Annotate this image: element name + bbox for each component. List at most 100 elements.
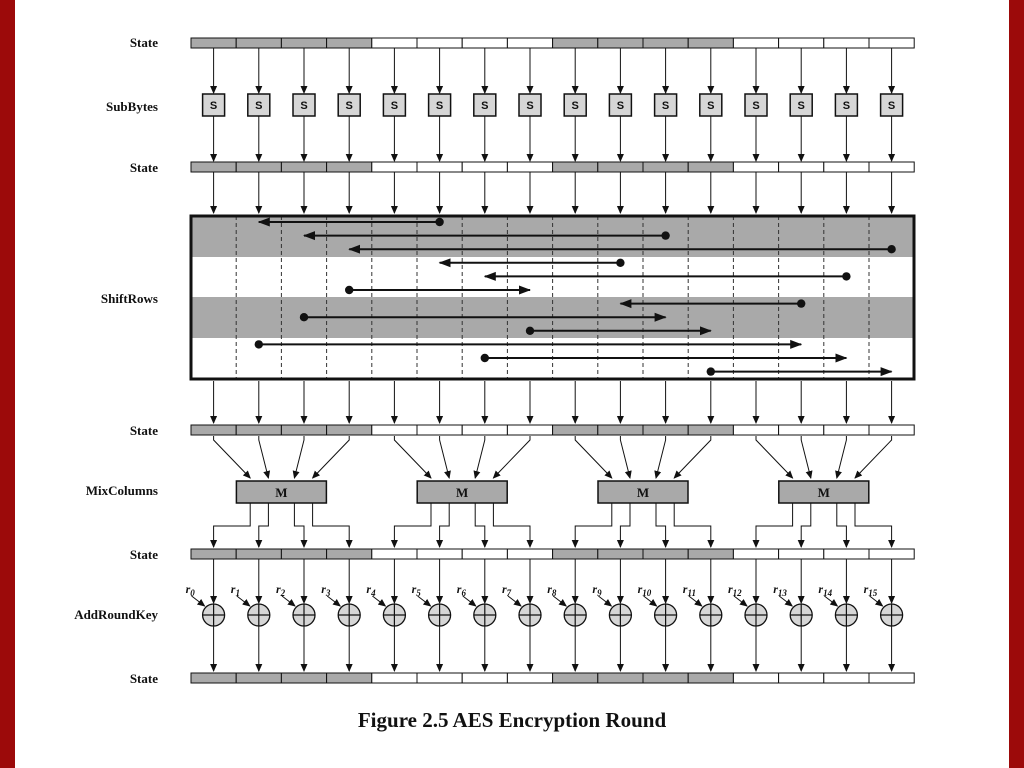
state-5-byte-8 xyxy=(552,672,599,684)
state-2-byte-7 xyxy=(506,161,554,173)
state-4-byte-11 xyxy=(687,548,734,560)
state-2-byte-10 xyxy=(642,161,689,173)
shift-dot-9 xyxy=(254,340,263,349)
round-key-label-11: r11 xyxy=(683,582,696,598)
mix-out-7 xyxy=(492,503,534,548)
round-key-label-4: r4 xyxy=(366,582,376,598)
shift-dot-5 xyxy=(345,285,354,295)
round-key-label-3: r3 xyxy=(321,582,331,598)
state-3-byte-0 xyxy=(190,424,237,436)
mix-in-0 xyxy=(213,436,251,479)
state-2-byte-14 xyxy=(823,161,870,173)
state-5-byte-15 xyxy=(868,672,915,684)
state-1-byte-14 xyxy=(823,37,870,49)
arrow-roundkey-13 xyxy=(778,595,793,607)
mix-in-3 xyxy=(311,436,350,479)
state-5-byte-5 xyxy=(416,672,463,684)
state-3-byte-12 xyxy=(732,424,780,436)
mix-in-12 xyxy=(755,436,794,479)
state-5-byte-6 xyxy=(461,672,508,684)
state-1-byte-5 xyxy=(416,37,463,49)
state-5-byte-9 xyxy=(597,672,644,684)
label-state-4: State xyxy=(130,547,158,562)
sbox-label-6: S xyxy=(481,100,488,112)
state-1-byte-3 xyxy=(326,37,373,49)
state-5-byte-7 xyxy=(506,672,554,684)
state-2-byte-9 xyxy=(597,161,644,173)
mix-in-4 xyxy=(393,436,432,479)
state-2-byte-5 xyxy=(416,161,463,173)
arrow-roundkey-3 xyxy=(326,595,341,607)
label-state-2: State xyxy=(130,160,158,175)
state-2-byte-12 xyxy=(732,161,780,173)
state-3-byte-8 xyxy=(552,424,599,436)
mix-in-5 xyxy=(439,436,451,479)
sbox-label-9: S xyxy=(617,100,624,112)
mix-label-3: M xyxy=(818,485,830,500)
sbox-label-10: S xyxy=(662,100,669,112)
state-4-byte-3 xyxy=(326,548,373,560)
mix-out-14 xyxy=(836,503,850,548)
sbox-11 xyxy=(699,93,723,117)
state-4-byte-4 xyxy=(371,548,418,560)
mix-in-13 xyxy=(800,436,813,479)
sbox-7 xyxy=(518,93,542,117)
mix-box-3 xyxy=(778,480,870,504)
arrow-roundkey-14 xyxy=(824,595,839,607)
state-2-byte-3 xyxy=(326,161,373,173)
sbox-label-11: S xyxy=(707,100,714,112)
sbox-label-3: S xyxy=(346,100,353,112)
state-1-byte-0 xyxy=(190,37,237,49)
round-key-label-7: r7 xyxy=(502,582,512,598)
sbox-5 xyxy=(427,93,452,117)
arrow-roundkey-10 xyxy=(643,595,658,607)
arrow-roundkey-7 xyxy=(507,595,522,607)
sbox-label-0: S xyxy=(210,100,217,112)
state-1-byte-4 xyxy=(371,37,418,49)
round-key-label-13: r13 xyxy=(773,582,787,598)
state-4-byte-1 xyxy=(235,548,282,560)
state-1-byte-8 xyxy=(552,37,599,49)
mix-box-0 xyxy=(235,480,328,504)
state-3-byte-15 xyxy=(868,424,915,436)
connector-lines xyxy=(191,48,896,672)
state-3-byte-2 xyxy=(280,424,328,436)
mix-in-9 xyxy=(619,436,632,479)
sbox-label-15: S xyxy=(888,100,895,112)
mix-out-11 xyxy=(673,503,715,548)
mix-in-2 xyxy=(292,436,305,479)
sbox-label-5: S xyxy=(436,100,443,112)
sbox-label-1: S xyxy=(255,100,262,112)
state-5-byte-12 xyxy=(732,672,780,684)
state-3-byte-5 xyxy=(416,424,463,436)
state-2-byte-2 xyxy=(280,161,328,173)
mix-box-1 xyxy=(416,480,508,504)
sbox-10 xyxy=(653,93,678,117)
mix-in-11 xyxy=(673,436,712,479)
sbox-9 xyxy=(608,93,633,117)
slide-page xyxy=(15,0,1009,768)
state-1-byte-2 xyxy=(280,37,328,49)
sbox-label-2: S xyxy=(300,100,307,112)
arrow-roundkey-1 xyxy=(236,595,251,607)
sbox-label-14: S xyxy=(843,100,850,112)
mix-out-4 xyxy=(390,503,432,548)
arrow-roundkey-4 xyxy=(372,595,387,607)
arrow-roundkey-15 xyxy=(869,595,884,607)
state-2-byte-8 xyxy=(552,161,599,173)
sbox-13 xyxy=(789,93,813,117)
state-5-byte-4 xyxy=(371,672,418,684)
state-3-byte-13 xyxy=(778,424,825,436)
label-mixcolumns: MixColumns xyxy=(86,483,158,498)
arrow-roundkey-9 xyxy=(598,595,613,607)
mix-out-13 xyxy=(797,503,812,548)
mix-label-0: M xyxy=(275,485,287,500)
state-4-byte-10 xyxy=(642,548,689,560)
state-1-byte-6 xyxy=(461,37,508,49)
sbox-3 xyxy=(337,93,361,117)
sbox-15 xyxy=(879,93,904,117)
state-2-byte-6 xyxy=(461,161,508,173)
sbox-label-7: S xyxy=(526,100,533,112)
mix-in-6 xyxy=(473,436,486,479)
state-5-byte-10 xyxy=(642,672,689,684)
